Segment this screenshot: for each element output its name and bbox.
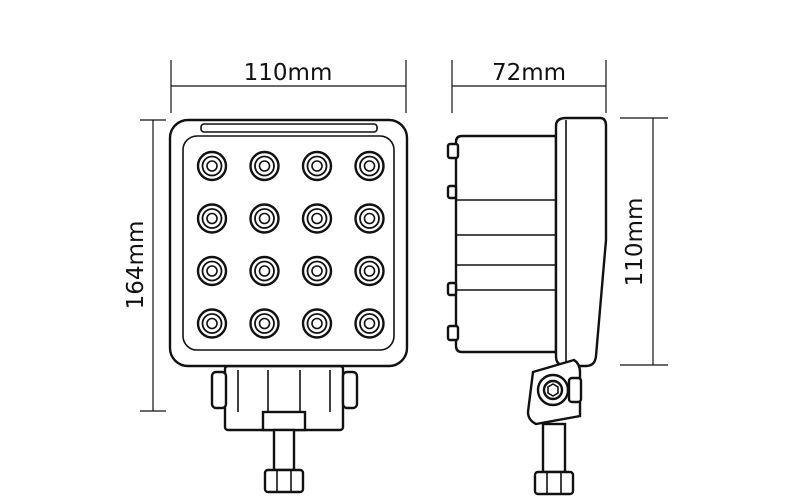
front-height-label: 164mm [123,221,149,310]
side-bezel [554,116,608,368]
side-bracket [526,358,583,496]
led-4-2 [249,308,280,339]
led-1-1 [196,150,228,182]
front-width-dimension: 110mm [170,60,407,113]
front-height-dimension: 164mm [123,119,166,412]
led-1-4 [354,150,385,182]
led-4-4 [354,308,385,339]
side-depth-dimension: 72mm [451,60,607,113]
side-heatsink [454,134,558,354]
led-grid [196,150,385,339]
front-bracket [210,364,359,494]
front-housing-outer [168,118,409,368]
front-width-label: 110mm [244,60,333,86]
led-2-2 [249,203,280,234]
led-3-2 [249,255,280,287]
led-1-2 [249,150,280,182]
led-3-4 [354,255,385,287]
led-2-1 [196,203,228,234]
side-height-label: 110mm [622,198,648,287]
front-view [168,118,409,494]
led-4-1 [196,308,228,339]
side-depth-label: 72mm [492,60,566,86]
side-view [446,116,608,496]
led-3-1 [196,255,228,287]
led-2-3 [301,203,333,234]
led-3-3 [301,255,333,287]
led-2-4 [354,203,385,234]
led-4-3 [301,308,333,339]
led-1-3 [301,150,333,182]
front-housing-inner [182,135,395,351]
side-height-dimension: 110mm [620,117,668,366]
front-top-ridge [200,123,378,133]
